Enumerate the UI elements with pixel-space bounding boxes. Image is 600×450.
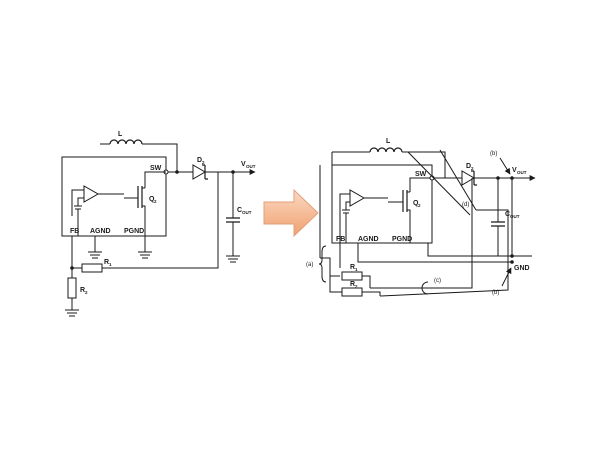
left-cout-label: C <box>237 207 242 214</box>
left-r2-label: R <box>80 287 85 294</box>
left-r1-label: R <box>104 259 109 266</box>
left-diode-sub: 2 <box>202 160 205 165</box>
right-vout-sub: OUT <box>517 170 527 175</box>
left-inductor: L <box>100 131 178 172</box>
left-r1-sub: 1 <box>109 262 112 267</box>
right-r2-sub: 2 <box>355 284 358 289</box>
left-vout-sub: OUT <box>246 164 256 169</box>
left-r2-sub: 2 <box>85 290 88 295</box>
left-pin-pgnd: PGND <box>124 228 144 235</box>
left-capacitor: C OUT <box>226 172 252 263</box>
right-r2: R 2 <box>329 276 381 297</box>
right-pin-fb: FB <box>336 236 345 243</box>
right-diode-label: D <box>466 163 471 170</box>
left-r1: R 1 <box>72 172 219 273</box>
right-note-b-bottom: (b) <box>492 290 499 296</box>
left-q2-label: Q <box>149 196 155 203</box>
right-vout-label: V <box>512 167 517 174</box>
right-gnd-label: GND <box>514 265 530 272</box>
right-r2-label: R <box>350 281 355 288</box>
left-diode-label: D <box>197 157 202 164</box>
left-r2: R 2 <box>65 268 88 317</box>
right-sw-label: SW <box>415 171 427 178</box>
right-note-d: (d) <box>462 202 469 208</box>
right-inductor-label: L <box>386 138 391 145</box>
right-diode: D 2 <box>461 163 477 186</box>
right-diode-sub: 2 <box>471 166 474 171</box>
left-inductor-label: L <box>118 131 123 138</box>
left-pin-agnd: AGND <box>90 228 111 235</box>
right-r1-label: R <box>350 264 355 271</box>
right-opamp <box>339 189 388 243</box>
left-vout-label: V <box>241 161 246 168</box>
left-opamp <box>71 185 124 236</box>
right-pin-pgnd: PGND <box>392 236 412 243</box>
left-circuit: L SW D 2 V OUT C OUT <box>61 131 256 317</box>
right-note-c: (c) <box>434 278 441 284</box>
transition-arrow <box>263 188 319 238</box>
right-inductor: L <box>362 138 446 178</box>
left-diode: D 2 <box>192 157 208 180</box>
right-capacitor: C OUT <box>491 178 520 256</box>
right-r1-sub: 1 <box>355 267 358 272</box>
right-note-b-top: (b) <box>490 151 497 157</box>
right-q2-label: Q <box>413 200 419 207</box>
right-note-a: (a) <box>306 262 313 268</box>
right-transistor: Q 2 <box>388 177 430 243</box>
left-q2-sub: 2 <box>154 199 157 204</box>
right-pin-agnd: AGND <box>358 236 379 243</box>
right-circuit: L SW D 2 V OUT C OUT <box>306 138 536 297</box>
right-q2-sub: 2 <box>418 203 421 208</box>
left-ic-box <box>61 156 167 237</box>
left-transistor: Q 2 <box>124 171 166 236</box>
right-r1: R 1 <box>330 264 371 288</box>
left-cout-sub: OUT <box>242 210 252 215</box>
right-cout-sub: OUT <box>510 214 520 219</box>
left-pin-fb: FB <box>70 228 79 235</box>
left-sw-label: SW <box>150 165 162 172</box>
